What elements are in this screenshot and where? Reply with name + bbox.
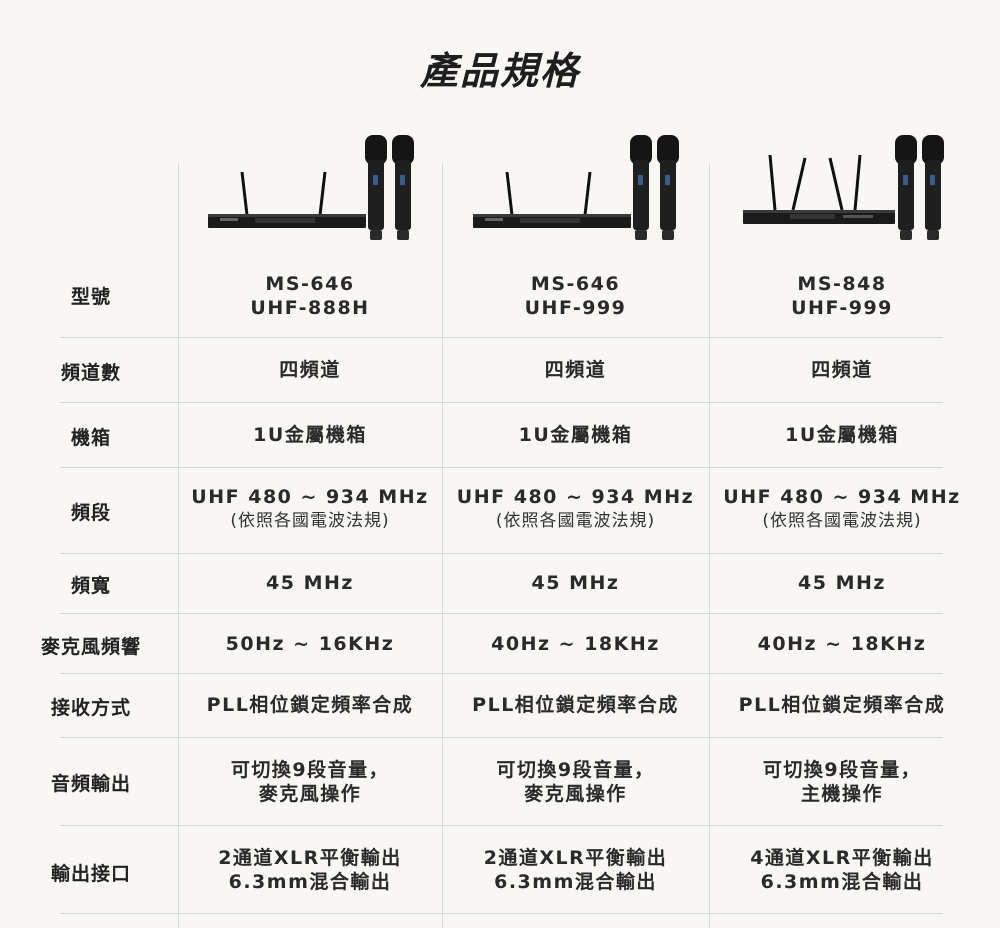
cell-model: MS-646 UHF-888H [178,272,442,320]
band-range: UHF 480 ~ 934 MHz [723,486,961,508]
cell-bandwidth: 45 MHz [531,572,620,594]
cell-audio-out: 可切換9段音量， 麥克風操作 [442,758,709,806]
product-image-receiver-mics [473,135,679,240]
model-line-1: MS-848 [797,273,887,295]
model-line-2: UHF-888H [250,297,370,319]
cell-chassis: 1U金屬機箱 [785,424,899,446]
cell-model: MS-646 UHF-999 [442,272,709,320]
label-bandwidth: 頻寬 [70,575,111,597]
cell-receive-mode: PLL相位鎖定頻率合成 [206,694,414,716]
model-line-2: UHF-999 [791,297,893,319]
cell-band: UHF 480 ~ 934 MHz (依照各國電波法規) [442,485,709,533]
audio-out-line-2: 麥克風操作 [258,783,362,805]
output-line-2: 6.3mm混合輸出 [760,871,924,893]
band-note: (依照各國電波法規) [762,511,922,531]
column-divider [442,163,443,928]
label-model: 型號 [70,286,111,308]
row-divider [60,737,943,738]
cell-audio-out: 可切換9段音量， 麥克風操作 [178,758,442,806]
label-output-port: 輸出接口 [50,863,131,885]
label-audio-out: 音頻輸出 [50,773,131,795]
product-image-receiver-mics [208,135,414,240]
column-divider [178,163,179,928]
cell-model: MS-848 UHF-999 [709,272,975,320]
label-band: 頻段 [70,502,111,524]
band-note: (依照各國電波法規) [230,511,390,531]
cell-chassis: 1U金屬機箱 [253,424,367,446]
model-line-1: MS-646 [265,273,355,295]
audio-out-line-2: 麥克風操作 [524,783,627,805]
cell-bandwidth: 45 MHz [266,572,354,594]
cell-chassis: 1U金屬機箱 [518,424,633,446]
product-image-receiver-mics [743,135,944,240]
cell-bandwidth: 45 MHz [798,572,886,594]
output-line-1: 4通道XLR平衡輸出 [750,847,934,869]
cell-receive-mode: PLL相位鎖定頻率合成 [472,694,679,716]
output-line-1: 2通道XLR平衡輸出 [218,847,402,869]
output-line-1: 2通道XLR平衡輸出 [483,847,668,869]
model-line-2: UHF-999 [524,297,627,319]
cell-audio-out: 可切換9段音量， 主機操作 [709,758,975,806]
output-line-2: 6.3mm混合輸出 [228,871,392,893]
cell-band: UHF 480 ~ 934 MHz (依照各國電波法規) [178,485,442,533]
cell-band: UHF 480 ~ 934 MHz (依照各國電波法規) [709,485,975,533]
label-receive-mode: 接收方式 [50,697,131,719]
audio-out-line-1: 可切換9段音量， [762,759,922,781]
band-range: UHF 480 ~ 934 MHz [191,486,429,508]
row-divider [60,337,943,338]
row-divider [60,673,943,674]
label-mic-response: 麥克風頻響 [40,636,141,658]
audio-out-line-1: 可切換9段音量， [230,759,390,781]
band-range: UHF 480 ~ 934 MHz [456,486,695,508]
row-divider [60,467,943,468]
label-chassis: 機箱 [70,427,111,449]
cell-mic-response: 50Hz ~ 16KHz [225,633,395,655]
cell-channels: 四頻道 [811,359,873,381]
cell-mic-response: 40Hz ~ 18KHz [757,633,927,655]
cell-mic-response: 40Hz ~ 18KHz [491,633,660,655]
model-line-1: MS-646 [530,273,621,295]
label-channels: 頻道數 [60,362,121,384]
audio-out-line-2: 主機操作 [800,783,883,805]
cell-receive-mode: PLL相位鎖定頻率合成 [738,694,946,716]
cell-channels: 四頻道 [279,359,341,381]
cell-channels: 四頻道 [544,359,607,381]
row-divider [60,613,943,614]
cell-output-port: 2通道XLR平衡輸出 6.3mm混合輸出 [442,846,709,894]
band-note: (依照各國電波法規) [495,511,656,531]
audio-out-line-1: 可切換9段音量， [496,759,655,781]
row-divider [60,913,943,914]
page-title: 產品規格 [419,49,580,93]
cell-output-port: 2通道XLR平衡輸出 6.3mm混合輸出 [178,846,442,894]
output-line-2: 6.3mm混合輸出 [494,871,657,893]
cell-output-port: 4通道XLR平衡輸出 6.3mm混合輸出 [709,846,975,894]
column-divider [709,163,710,928]
row-divider [60,553,943,554]
row-divider [60,825,943,826]
row-divider [60,402,943,403]
